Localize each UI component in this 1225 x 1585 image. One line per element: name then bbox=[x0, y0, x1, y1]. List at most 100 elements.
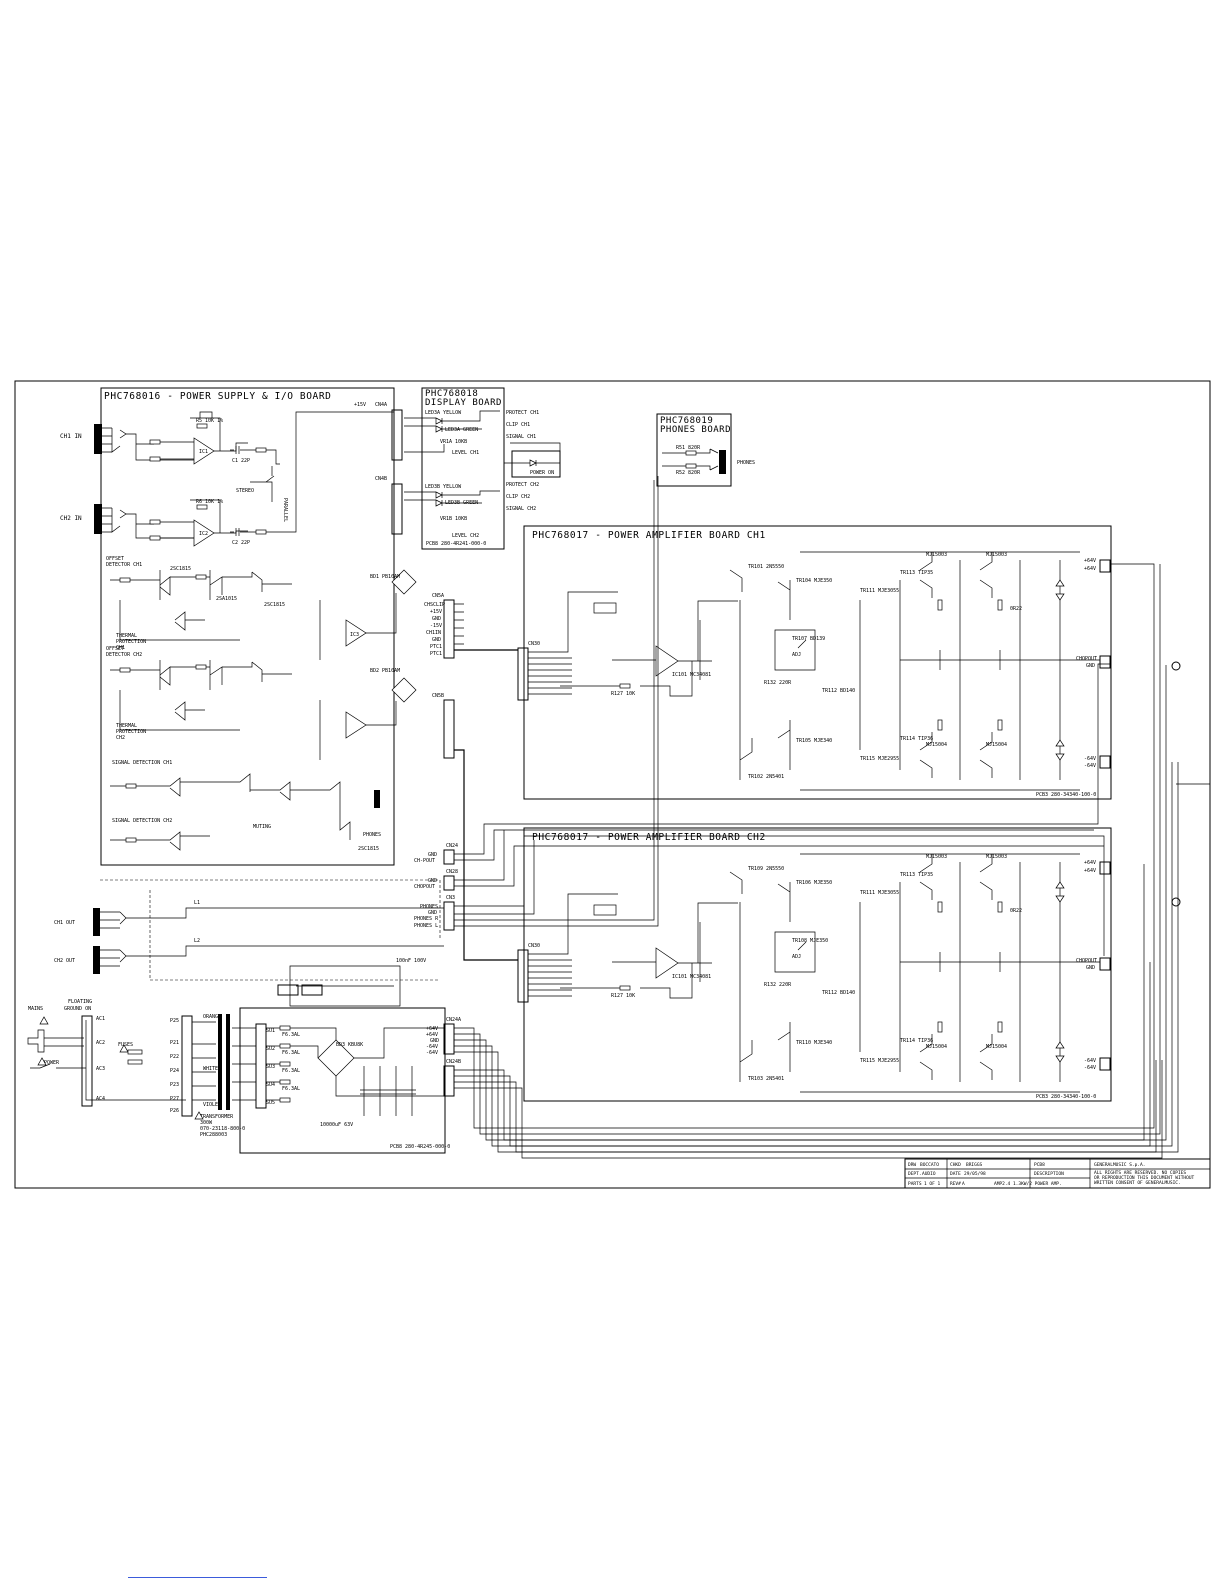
cn5a-pin-2: GND bbox=[432, 616, 441, 622]
tb-pcb-label: PCB8 bbox=[1034, 1162, 1045, 1168]
display-board-title1: PHC768018 bbox=[425, 389, 478, 399]
pin-p26: P26 bbox=[170, 1108, 179, 1114]
ic1-opamp-icon bbox=[193, 437, 215, 465]
ch2-pin-gnd: GND bbox=[1086, 965, 1095, 971]
tr111-ch2-label: TR111 MJE3055 bbox=[860, 890, 899, 896]
tr104-ch1-label: TR104 MJE350 bbox=[796, 578, 832, 584]
tr106-ch2-label: TR106 MJE350 bbox=[796, 880, 832, 886]
protect-ch1-label: PROTECT CH1 bbox=[506, 410, 539, 416]
phones-relay-coil-icon bbox=[374, 790, 380, 808]
su5-label: SU5 bbox=[266, 1100, 275, 1106]
psu-pin-2: GND bbox=[430, 1038, 439, 1044]
fuse-val-1: F6.3AL bbox=[282, 1050, 300, 1056]
thermal-ch1-ch-label: CH1 bbox=[116, 645, 125, 651]
filter-cap-label: 10000uF 63V bbox=[320, 1122, 353, 1128]
ch2-minus64v-connector bbox=[1099, 1057, 1111, 1071]
cn4a-connector bbox=[391, 409, 403, 461]
led-protect-ch2-icon bbox=[435, 491, 443, 499]
interboard-wiring: CN5A CN5B CHSCLIP +15V GND -15V CH1IN GN… bbox=[414, 476, 1179, 1159]
tb-date-value: 29/05/98 bbox=[964, 1171, 986, 1177]
display-pcb-label: PCB8 280-4R241-000-0 bbox=[426, 541, 486, 547]
fuse-val-0: F6.3AL bbox=[282, 1032, 300, 1038]
level-ch1-label: LEVEL CH1 bbox=[452, 450, 479, 456]
tr108-ch2-label: TR108 MJE350 bbox=[792, 938, 828, 944]
ac-terminal-strip bbox=[81, 1015, 93, 1107]
bd3-label: BD3 KBU8K bbox=[336, 1042, 363, 1048]
amp-ch1-pcb-label: PCB3 280-34340-100-0 bbox=[1036, 792, 1096, 798]
r132-ch1-label: R132 220R bbox=[764, 680, 792, 686]
warning-transformer-icon bbox=[194, 1111, 204, 1120]
wire-orange-label: ORANGE bbox=[203, 1014, 221, 1020]
ch2-pin-minus64-b: -64V bbox=[1084, 1065, 1096, 1071]
r127-ch2-resistor bbox=[619, 985, 631, 991]
fuse-val-3: F6.3AL bbox=[282, 1086, 300, 1092]
psu-pin-0: +64V bbox=[426, 1026, 438, 1032]
cn4b-label: CN4B bbox=[375, 476, 387, 482]
tr-out2-ch1-label: MJ15004 bbox=[926, 742, 947, 748]
tr114-ch1-label: TR114 TIP36 bbox=[900, 736, 933, 742]
sheet-border bbox=[14, 380, 1211, 1189]
cn3-pin-2: PHONES R bbox=[414, 916, 439, 922]
tb-date-label: DATE bbox=[950, 1171, 961, 1177]
tb-rights-3: WRITTEN CONSENT OF GENERALMUSIC. bbox=[1094, 1180, 1181, 1186]
footer-link-line[interactable] bbox=[128, 1577, 267, 1578]
amp-ch1-title: PHC768017 - POWER AMPLIFIER BOARD CH1 bbox=[532, 530, 766, 541]
ic101-ch1-opamp-icon bbox=[655, 645, 679, 677]
psu-board-title: PHC768016 - POWER SUPPLY & I/O BOARD bbox=[104, 391, 332, 402]
plus15-label-1: +15V bbox=[354, 402, 366, 408]
r2-resistor bbox=[149, 439, 161, 445]
tr-out4-ch1-label: MJ15004 bbox=[986, 742, 1007, 748]
ch2-out-jack-icon bbox=[93, 946, 100, 974]
ch2-in-jack-icon bbox=[94, 504, 102, 534]
clip-ch2-label: CLIP CH2 bbox=[506, 494, 530, 500]
tb-drw-label: DRW bbox=[908, 1162, 916, 1168]
tr113-ch2-label: TR113 TIP35 bbox=[900, 872, 933, 878]
ch2-pin-out: CHOPOUT bbox=[1076, 958, 1097, 964]
cn28-pin-1: CHOPOUT bbox=[414, 884, 435, 890]
signal-detection-ch2-label: SIGNAL DETECTION CH2 bbox=[112, 818, 172, 824]
transformer-part-label: 070-23118-800-0 bbox=[200, 1126, 245, 1132]
transformer-power-label: 300W bbox=[200, 1120, 213, 1126]
tr2-type-label: 2SA1015 bbox=[216, 596, 237, 602]
cn5a-pin-7: PTC1 bbox=[430, 651, 442, 657]
offset-ch1-label: OFFSET bbox=[106, 556, 124, 562]
cn5a-pin-0: CHSCLIP bbox=[424, 602, 445, 608]
tb-chkd-value: BRIGGS bbox=[966, 1162, 983, 1168]
tr-out2-ch2-label: MJ15004 bbox=[926, 1044, 947, 1050]
transformer-label: TRANSFORMER bbox=[200, 1114, 234, 1120]
cn5a-connector bbox=[443, 599, 455, 659]
ic2-label: IC2 bbox=[199, 531, 208, 537]
tr113-ch1-label: TR113 TIP35 bbox=[900, 570, 933, 576]
pin-p22: P22 bbox=[170, 1054, 179, 1060]
ch1-pin-plus64-b: +64V bbox=[1084, 566, 1096, 572]
fuse1-icon bbox=[127, 1049, 143, 1055]
ic3-label: IC3 bbox=[350, 632, 359, 638]
tb-rights-2: OR REPRODUCTION THIS DOCUMENT WITHOUT bbox=[1094, 1175, 1195, 1181]
mains-plug-icon bbox=[27, 1029, 45, 1053]
cn24-label: CN24 bbox=[446, 843, 458, 849]
cn3-label: CN3 bbox=[446, 895, 455, 901]
tr3-type-label: 2SC1815 bbox=[264, 602, 285, 608]
cn28-connector bbox=[443, 875, 455, 891]
cn3-pin-0: PHONES bbox=[420, 904, 438, 910]
stereo-label: STEREO bbox=[236, 488, 254, 494]
snubber-cap-label: 100nF 100V bbox=[396, 958, 426, 964]
tb-parts-label: PARTS bbox=[908, 1181, 922, 1187]
cn5a-pin-3: -15V bbox=[430, 623, 442, 629]
bd1-label: BD1 PB10AM bbox=[370, 574, 400, 580]
tr111-ch1-label: TR111 MJE3055 bbox=[860, 588, 899, 594]
psu-pin-1: +64V bbox=[426, 1032, 438, 1038]
ch2-out-connector bbox=[1099, 957, 1111, 971]
cn30-ch2-label: CN30 bbox=[528, 943, 540, 949]
offset-ch2-label: OFFSET bbox=[106, 646, 124, 652]
power-switch-label: POWER bbox=[44, 1060, 60, 1066]
thermal-ch1-protection-label: PROTECTION bbox=[116, 639, 146, 645]
cn30-ch1-label: CN30 bbox=[528, 641, 540, 647]
tr101-ch1-label: TR101 2N5550 bbox=[748, 564, 784, 570]
adj-ch2-label: ADJ bbox=[792, 954, 801, 960]
ch1-out-jack-icon bbox=[93, 908, 100, 936]
cn24-connector bbox=[443, 849, 455, 865]
cn5b-label: CN5B bbox=[432, 693, 444, 699]
r127-ch1-label: R127 10K bbox=[611, 691, 635, 697]
